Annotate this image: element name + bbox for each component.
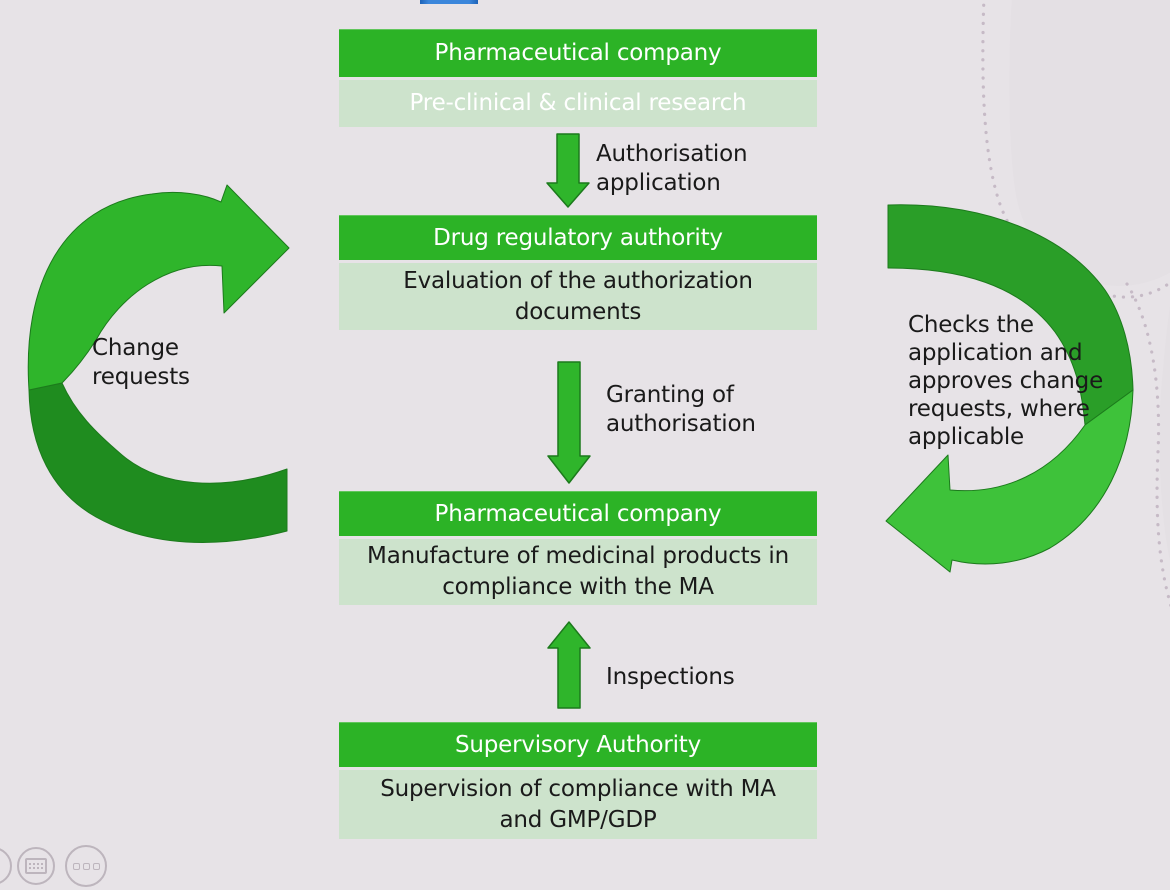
box-header: Pharmaceutical company bbox=[339, 491, 817, 536]
more-options-icon bbox=[72, 862, 100, 870]
box-body: Pre-clinical & clinical research bbox=[339, 80, 817, 127]
box-header: Supervisory Authority bbox=[339, 722, 817, 767]
dotted-curve-right bbox=[1125, 282, 1170, 608]
corner-blob bbox=[1009, 0, 1170, 286]
control-button-slide-navigator[interactable] bbox=[17, 847, 55, 885]
control-button-partial[interactable] bbox=[0, 847, 12, 885]
box-body: Manufacture of medicinal products in com… bbox=[339, 539, 817, 605]
dotted-curve-top bbox=[981, 0, 1170, 299]
label-authorisation-application: Authorisation application bbox=[596, 141, 748, 196]
control-button-more-options[interactable] bbox=[65, 845, 107, 887]
slide-navigator-icon bbox=[25, 858, 47, 874]
box-header: Drug regulatory authority bbox=[339, 215, 817, 260]
label-granting-of-authorisation: Granting of authorisation bbox=[606, 382, 756, 437]
box-body: Supervision of compliance with MA and GM… bbox=[339, 770, 817, 839]
edge-blob bbox=[1159, 306, 1170, 561]
flow-box-pharma-manufacture: Pharmaceutical company Manufacture of me… bbox=[339, 491, 817, 605]
box-header: Pharmaceutical company bbox=[339, 29, 817, 77]
box-body: Evaluation of the authorization document… bbox=[339, 263, 817, 330]
up-arrow-inspections bbox=[547, 621, 591, 709]
down-arrow-authorisation bbox=[546, 133, 590, 208]
label-change-requests: Change requests bbox=[92, 335, 190, 390]
top-blue-fragment bbox=[420, 0, 478, 4]
flow-box-supervisory-authority: Supervisory Authority Supervision of com… bbox=[339, 722, 817, 839]
label-inspections: Inspections bbox=[606, 664, 735, 690]
flow-box-pharma-research: Pharmaceutical company Pre-clinical & cl… bbox=[339, 29, 817, 127]
flow-box-regulatory-authority: Drug regulatory authority Evaluation of … bbox=[339, 215, 817, 330]
down-arrow-granting bbox=[547, 361, 591, 484]
label-checks-application: Checks the application and approves chan… bbox=[908, 312, 1104, 450]
